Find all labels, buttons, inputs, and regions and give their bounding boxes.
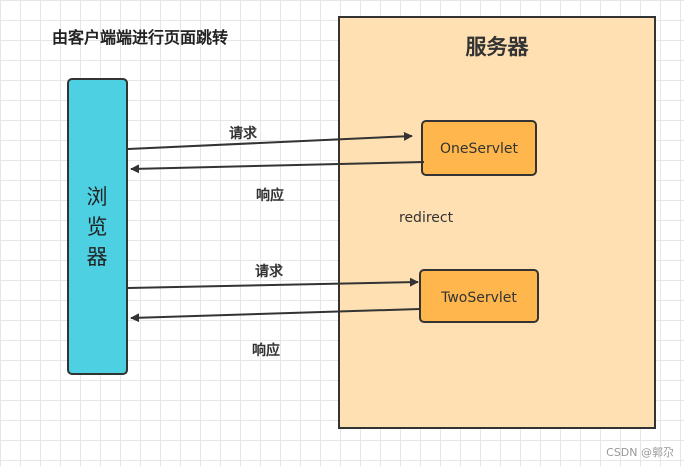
diagram-title: 由客户端端进行页面跳转 [52, 28, 228, 47]
edge-request-one [127, 131, 413, 150]
browser-label-char: 浏 [87, 185, 108, 209]
edge-label-response-two: 响应 [252, 342, 280, 359]
server-container [338, 16, 656, 429]
server-label: 服务器 [466, 35, 530, 59]
node-one-servlet [421, 120, 537, 176]
edge-response-one [130, 161, 425, 174]
edge-label-request-one: 请求 [229, 125, 258, 142]
node-two-servlet [419, 269, 539, 323]
edge-response-two [130, 308, 421, 323]
edge-label-request-two: 请求 [255, 263, 284, 280]
node-two-servlet-label: TwoServlet [440, 290, 517, 306]
browser-label-char: 览 [87, 215, 108, 239]
browser-node [67, 78, 128, 375]
redirect-note: redirect [399, 210, 454, 226]
watermark: CSDN @郭尕 [606, 446, 674, 459]
edge-request-two [127, 277, 419, 289]
browser-label-char: 器 [87, 245, 108, 269]
node-one-servlet-label: OneServlet [440, 141, 519, 157]
edge-label-response-one: 响应 [256, 187, 284, 204]
